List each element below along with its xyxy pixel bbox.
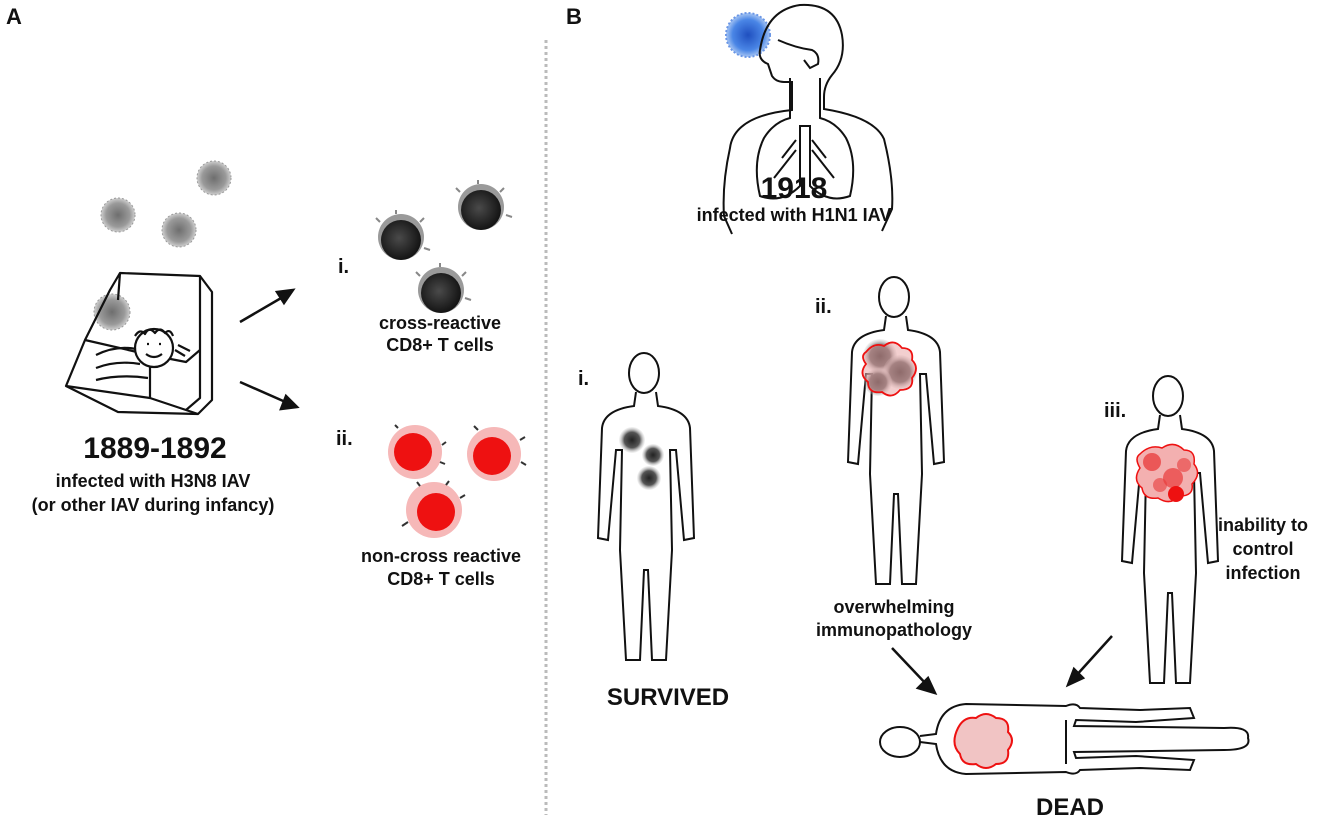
virus-icon [161, 212, 197, 248]
case-iii-numeral: iii. [1104, 400, 1127, 422]
virus-icon [196, 160, 232, 196]
panel-b-infection: infected with H1N1 IAV [696, 205, 892, 225]
uncontrolled-label-line3: infection [1225, 563, 1301, 583]
influenza-virus-icon [725, 12, 771, 58]
cross-reactive-label-line2: CD8+ T cells [386, 335, 494, 355]
survived-label: SURVIVED [606, 684, 730, 711]
outcome-ii-numeral: ii. [336, 428, 353, 450]
person-survived-icon [596, 352, 696, 661]
non-cross-reactive-label-line2: CD8+ T cells [387, 569, 495, 589]
panel-a-label: A [6, 4, 22, 29]
panel-a-year: 1889-1892 [83, 432, 227, 465]
immunopathology-label-line2: immunopathology [816, 620, 972, 640]
uncontrolled-label-line1: inability to [1218, 515, 1308, 535]
cross-reactive-cells-icon [375, 180, 513, 313]
arrow-icons-a [239, 288, 300, 411]
arrow-icons-b [891, 635, 1113, 695]
baby-in-cradle-icon [64, 271, 214, 416]
non-cross-reactive-label-line1: non-cross reactive [360, 546, 522, 566]
panel-a-infection-line2: (or other IAV during infancy) [31, 495, 275, 515]
panel-b-year: 1918 [760, 172, 828, 205]
arrow-to-dead-from-ii-icon [891, 647, 929, 687]
arrowhead-icon [274, 288, 296, 306]
cross-reactive-label-line1: cross-reactive [378, 313, 502, 333]
outcome-i-numeral: i. [338, 256, 350, 278]
case-ii-numeral: ii. [815, 296, 832, 318]
respiratory-tract-icon [722, 3, 894, 235]
person-uncontrolled-infection-icon [1120, 375, 1220, 684]
panel-a-infection-line1: infected with H3N8 IAV [55, 471, 251, 491]
lying-person-icon [879, 702, 1250, 776]
uncontrolled-label-line2: control [1232, 539, 1294, 559]
panel-b-label: B [566, 4, 582, 29]
virus-icon [100, 197, 136, 233]
arrowhead-icon [279, 393, 300, 411]
dead-label: DEAD [1035, 794, 1104, 821]
person-immunopathology-icon [846, 276, 946, 585]
immunopathology-label-line1: overwhelming [833, 597, 955, 617]
virus-icon-group-a [93, 160, 232, 331]
arrow-to-dead-from-iii-icon [1073, 635, 1113, 679]
arrow-to-non-cross-reactive-icon [239, 380, 291, 406]
non-cross-reactive-cells-icon [388, 424, 527, 538]
case-i-numeral: i. [578, 368, 590, 390]
